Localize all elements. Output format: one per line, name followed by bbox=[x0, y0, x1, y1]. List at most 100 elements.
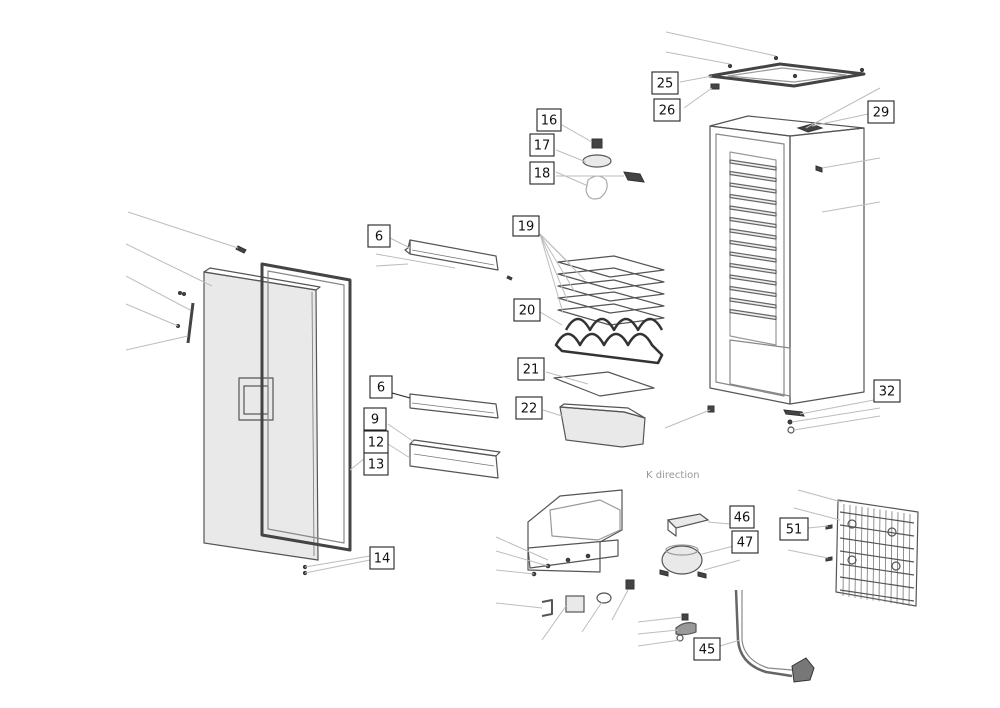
front-foot bbox=[707, 405, 715, 413]
condenser-tube bbox=[839, 537, 915, 550]
cabinet-bottom-compartment bbox=[729, 339, 791, 397]
compressor-foot-1 bbox=[659, 569, 669, 577]
leader-front-foot bbox=[664, 409, 711, 429]
leader-capacitor bbox=[581, 601, 603, 633]
leader-hinge bbox=[127, 211, 239, 249]
fridge-cabinet bbox=[709, 87, 881, 405]
door-side-edge bbox=[311, 291, 315, 557]
leader-14b bbox=[304, 559, 371, 574]
shelf-rib bbox=[729, 262, 777, 275]
door-gasket bbox=[260, 262, 352, 552]
callout-47: 47 bbox=[731, 530, 759, 554]
top-screw-2 bbox=[727, 63, 733, 69]
shelf-leaders bbox=[375, 237, 456, 459]
door-shelf-upper-rim bbox=[411, 249, 495, 266]
foot-washer bbox=[787, 426, 795, 434]
leader-base-1 bbox=[495, 536, 549, 561]
callout-22: 22 bbox=[515, 396, 543, 420]
callout-12: 12 bbox=[363, 430, 389, 454]
leader-51-bottom bbox=[787, 549, 829, 559]
svg-text:25: 25 bbox=[657, 77, 674, 92]
top-cover-frame bbox=[708, 62, 866, 88]
handle-screw-top2 bbox=[182, 292, 186, 296]
crisper-drawer bbox=[559, 406, 646, 448]
compressor-body bbox=[661, 545, 703, 575]
clamp-screw bbox=[681, 613, 689, 621]
svg-text:12: 12 bbox=[368, 436, 385, 451]
leader-32c bbox=[793, 415, 881, 431]
svg-text:32: 32 bbox=[879, 385, 896, 400]
switch-block bbox=[623, 171, 645, 183]
svg-text:26: 26 bbox=[659, 104, 676, 119]
cover-inner bbox=[549, 499, 621, 541]
thermostat-parts bbox=[555, 124, 645, 200]
compressor-top bbox=[665, 544, 699, 556]
condenser-clip-1 bbox=[825, 524, 833, 530]
svg-text:6: 6 bbox=[377, 381, 385, 396]
leader-6a-3 bbox=[375, 263, 409, 267]
leader-25 bbox=[679, 75, 713, 83]
leader-47b bbox=[703, 559, 741, 571]
shelf-clip bbox=[506, 275, 513, 281]
shelf-rib bbox=[729, 297, 777, 309]
svg-text:18: 18 bbox=[534, 167, 551, 182]
door-shelf-upper bbox=[409, 239, 499, 271]
relay-box bbox=[565, 595, 585, 613]
top-cover-inner bbox=[727, 67, 847, 83]
door-shelf-middle bbox=[409, 393, 499, 419]
leader-top-screw-2 bbox=[665, 51, 731, 65]
callout-9: 9 bbox=[363, 407, 387, 431]
thermostat-knob bbox=[591, 138, 603, 149]
leader-6a-2 bbox=[375, 253, 456, 269]
shelf-rib bbox=[729, 274, 777, 286]
power-cable bbox=[734, 589, 793, 678]
thermostat-sensor bbox=[815, 165, 823, 173]
shelf-rib bbox=[729, 239, 777, 252]
door-top-edge bbox=[203, 267, 321, 291]
cabinet-side bbox=[789, 127, 865, 405]
glass-shelves bbox=[539, 233, 665, 326]
condenser-coil-4 bbox=[891, 561, 901, 571]
leader-top bbox=[805, 87, 881, 129]
leader-19c bbox=[539, 233, 576, 293]
foot-screw bbox=[787, 419, 793, 425]
leader-door bbox=[125, 243, 213, 287]
condenser-tube bbox=[839, 563, 915, 576]
top-screw-4 bbox=[792, 73, 798, 79]
leader-base-3 bbox=[495, 569, 535, 575]
bottle-rack bbox=[554, 332, 664, 365]
leader-22 bbox=[542, 409, 563, 417]
svg-text:9: 9 bbox=[371, 413, 379, 428]
leader-clamp-3 bbox=[637, 639, 681, 647]
leader-6a bbox=[389, 237, 411, 249]
top-bracket bbox=[796, 123, 824, 133]
glass-shelf-5 bbox=[557, 303, 665, 326]
condenser-wire bbox=[848, 504, 851, 597]
callout-21: 21 bbox=[517, 357, 545, 381]
condenser-wire bbox=[908, 513, 911, 606]
door-assembly bbox=[176, 245, 352, 576]
svg-text:19: 19 bbox=[518, 220, 535, 235]
shelf-rib bbox=[729, 182, 777, 194]
callout-20: 20 bbox=[513, 298, 541, 322]
handle-screw-top bbox=[178, 291, 182, 295]
compressor-bracket-cover bbox=[527, 489, 623, 573]
power-plug bbox=[791, 657, 815, 683]
condenser-wire bbox=[872, 508, 875, 601]
leader-6b bbox=[391, 392, 411, 399]
crisper-cover bbox=[553, 371, 655, 397]
condenser-tube bbox=[839, 589, 915, 602]
callout-32: 32 bbox=[873, 379, 901, 403]
door-bin-top bbox=[409, 439, 501, 457]
condenser-coil-2 bbox=[887, 527, 897, 537]
condenser-wire bbox=[860, 506, 863, 599]
callout-13: 13 bbox=[363, 452, 389, 476]
leader-top-screw bbox=[665, 31, 777, 57]
svg-text:29: 29 bbox=[873, 106, 890, 121]
svg-text:46: 46 bbox=[734, 511, 751, 526]
top-screw-1 bbox=[773, 55, 779, 61]
leader-base-2 bbox=[495, 550, 549, 567]
condenser-wire bbox=[866, 507, 869, 600]
leader-20 bbox=[539, 311, 563, 326]
